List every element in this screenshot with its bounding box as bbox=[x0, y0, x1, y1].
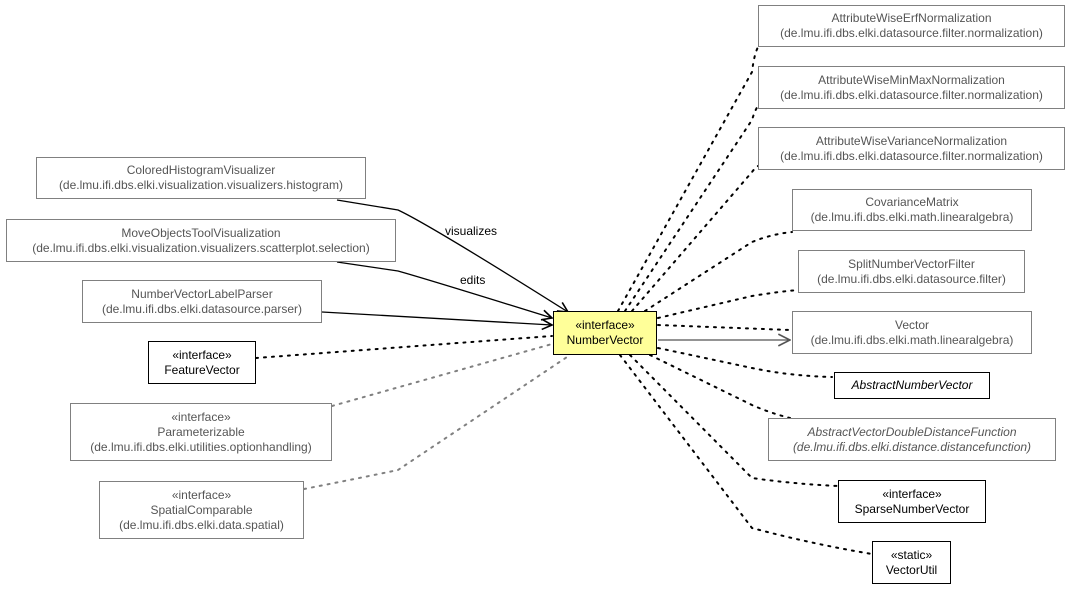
edge-variance-normalization bbox=[631, 165, 759, 312]
stereotype: «interface» bbox=[882, 486, 942, 501]
edge-vector-dotted bbox=[657, 324, 791, 331]
class-name: MoveObjectsToolVisualization bbox=[121, 225, 281, 240]
class-name: AbstractVectorDoubleDistanceFunction bbox=[807, 424, 1017, 439]
abstract-number-vector-node[interactable]: AbstractNumberVector bbox=[834, 372, 990, 399]
edge-distance-function bbox=[649, 354, 791, 419]
class-name: NumberVectorLabelParser bbox=[131, 286, 273, 301]
package-name: (de.lmu.ifi.dbs.elki.data.spatial) bbox=[119, 517, 284, 532]
spatial-comparable-node[interactable]: «interface» SpatialComparable (de.lmu.if… bbox=[99, 481, 304, 539]
vector-node[interactable]: Vector (de.lmu.ifi.dbs.elki.math.lineara… bbox=[792, 311, 1032, 354]
package-name: (de.lmu.ifi.dbs.elki.datasource.filter.n… bbox=[780, 26, 1043, 40]
edge-feature-vector bbox=[255, 335, 553, 359]
class-name: CovarianceMatrix bbox=[865, 195, 959, 209]
number-vector-label-parser-node[interactable]: NumberVectorLabelParser (de.lmu.ifi.dbs.… bbox=[82, 280, 322, 323]
edge-vector-util bbox=[619, 354, 873, 555]
sparse-number-vector-node[interactable]: «interface» SparseNumberVector bbox=[838, 480, 986, 523]
edge-sparse-number-vector bbox=[629, 354, 839, 487]
package-name: (de.lmu.ifi.dbs.elki.math.linearalgebra) bbox=[810, 332, 1014, 347]
class-name: Vector bbox=[894, 317, 930, 332]
package-name: (de.lmu.ifi.dbs.elki.math.linearalgebra) bbox=[810, 210, 1014, 224]
attribute-wise-erf-normalization-node[interactable]: AttributeWiseErfNormalization (de.lmu.if… bbox=[758, 5, 1065, 47]
edge-parser bbox=[321, 311, 552, 325]
feature-vector-node[interactable]: «interface» FeatureVector bbox=[148, 341, 256, 384]
package-name: (de.lmu.ifi.dbs.elki.visualization.visua… bbox=[58, 178, 344, 192]
package-name: (de.lmu.ifi.dbs.elki.datasource.filter.n… bbox=[780, 87, 1043, 102]
vector-util-node[interactable]: «static» VectorUtil bbox=[872, 541, 951, 584]
split-number-vector-filter-node[interactable]: SplitNumberVectorFilter (de.lmu.ifi.dbs.… bbox=[798, 250, 1025, 293]
attribute-wise-variance-normalization-node[interactable]: AttributeWiseVarianceNormalization (de.l… bbox=[758, 127, 1065, 170]
class-name: AttributeWiseMinMaxNormalization bbox=[818, 72, 1005, 87]
class-name: FeatureVector bbox=[164, 362, 240, 377]
edge-edits bbox=[336, 261, 552, 318]
package-name: (de.lmu.ifi.dbs.elki.distance.distancefu… bbox=[792, 439, 1032, 454]
colored-histogram-visualizer-node[interactable]: ColoredHistogramVisualizer (de.lmu.ifi.d… bbox=[36, 157, 366, 199]
edge-visualizes bbox=[336, 199, 568, 312]
package-name: (de.lmu.ifi.dbs.elki.datasource.parser) bbox=[101, 301, 303, 316]
stereotype: «interface» bbox=[171, 487, 232, 502]
edge-spatial-comparable bbox=[303, 354, 571, 490]
edge-abstract-number-vector bbox=[657, 347, 833, 378]
package-name: (de.lmu.ifi.dbs.elki.datasource.filter.n… bbox=[780, 148, 1043, 163]
class-name: AbstractNumberVector bbox=[851, 378, 973, 392]
abstract-vector-double-distance-function-node[interactable]: AbstractVectorDoubleDistanceFunction (de… bbox=[768, 418, 1056, 461]
stereotype: «interface» bbox=[171, 409, 231, 424]
stereotype: «interface» bbox=[172, 347, 232, 362]
edge-split-filter bbox=[657, 289, 799, 319]
class-name: AttributeWiseVarianceNormalization bbox=[815, 133, 1008, 148]
edge-parameterizable bbox=[331, 343, 553, 407]
covariance-matrix-node[interactable]: CovarianceMatrix (de.lmu.ifi.dbs.elki.ma… bbox=[792, 189, 1032, 231]
parameterizable-node[interactable]: «interface» Parameterizable (de.lmu.ifi.… bbox=[70, 403, 332, 461]
class-name: SpatialComparable bbox=[150, 502, 253, 517]
move-objects-tool-visualization-node[interactable]: MoveObjectsToolVisualization (de.lmu.ifi… bbox=[6, 219, 396, 262]
edge-covariance-matrix bbox=[644, 231, 793, 312]
edge-label-edits: edits bbox=[460, 273, 485, 287]
package-name: (de.lmu.ifi.dbs.elki.utilities.optionhan… bbox=[90, 439, 312, 454]
class-name: SplitNumberVectorFilter bbox=[848, 256, 975, 271]
package-name: (de.lmu.ifi.dbs.elki.datasource.filter) bbox=[817, 271, 1006, 286]
attribute-wise-min-max-normalization-node[interactable]: AttributeWiseMinMaxNormalization (de.lmu… bbox=[758, 66, 1065, 109]
number-vector-name: NumberVector bbox=[566, 333, 644, 347]
edge-label-visualizes: visualizes bbox=[445, 224, 497, 238]
class-name: SparseNumberVector bbox=[854, 501, 970, 516]
class-name: ColoredHistogramVisualizer bbox=[126, 163, 276, 177]
number-vector-stereotype: «interface» bbox=[575, 318, 635, 332]
edge-erf-normalization bbox=[617, 46, 759, 312]
class-name: AttributeWiseErfNormalization bbox=[831, 11, 992, 25]
class-name: VectorUtil bbox=[885, 562, 938, 577]
stereotype: «static» bbox=[890, 547, 933, 562]
package-name: (de.lmu.ifi.dbs.elki.visualization.visua… bbox=[32, 240, 370, 255]
number-vector-node[interactable]: «interface» NumberVector bbox=[553, 311, 657, 355]
class-name: Parameterizable bbox=[157, 424, 245, 439]
